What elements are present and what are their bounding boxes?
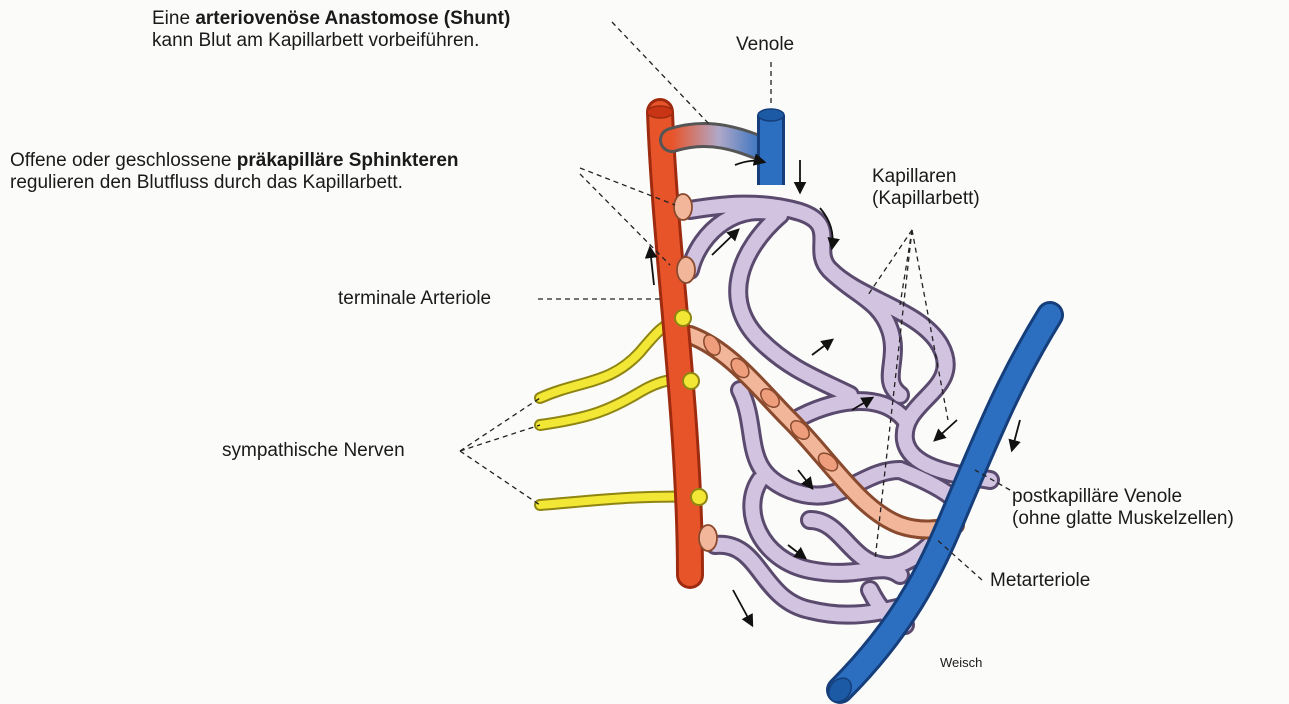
label-postkapillaere-line1: postkapilläre Venole xyxy=(1012,486,1234,508)
venule-top xyxy=(758,109,784,185)
label-shunt-bold: arteriovenöse Anastomose (Shunt) xyxy=(195,8,510,29)
label-venole: Venole xyxy=(736,34,794,56)
label-kapillaren: Kapillaren (Kapillarbett) xyxy=(872,166,980,210)
label-shunt: Eine arteriovenöse Anastomose (Shunt) ka… xyxy=(152,8,510,52)
label-sphincters-line1: Offene oder geschlossene präkapilläre Sp… xyxy=(10,150,459,172)
label-postkapillaere-venole: postkapilläre Venole (ohne glatte Muskel… xyxy=(1012,486,1234,530)
label-sphincters-pre: Offene oder geschlossene xyxy=(10,150,237,171)
label-sphincters-line2: regulieren den Blutfluss durch das Kapil… xyxy=(10,172,459,194)
label-kapillaren-line1: Kapillaren xyxy=(872,166,980,188)
label-sympathische-nerven: sympathische Nerven xyxy=(222,440,405,462)
label-metarteriole: Metarteriole xyxy=(990,570,1090,592)
label-sphincters: Offene oder geschlossene präkapilläre Sp… xyxy=(10,150,459,194)
label-terminale-arteriole: terminale Arteriole xyxy=(338,288,491,310)
label-shunt-line2: kann Blut am Kapillarbett vorbeiführen. xyxy=(152,30,510,52)
label-shunt-pre: Eine xyxy=(152,8,195,29)
arteriovenous-shunt xyxy=(672,135,765,150)
label-sphincters-bold: präkapilläre Sphinkteren xyxy=(237,150,459,171)
label-postkapillaere-line2: (ohne glatte Muskelzellen) xyxy=(1012,508,1234,530)
label-kapillaren-line2: (Kapillarbett) xyxy=(872,188,980,210)
label-credit: Weisch xyxy=(940,655,982,671)
label-shunt-line1: Eine arteriovenöse Anastomose (Shunt) xyxy=(152,8,510,30)
